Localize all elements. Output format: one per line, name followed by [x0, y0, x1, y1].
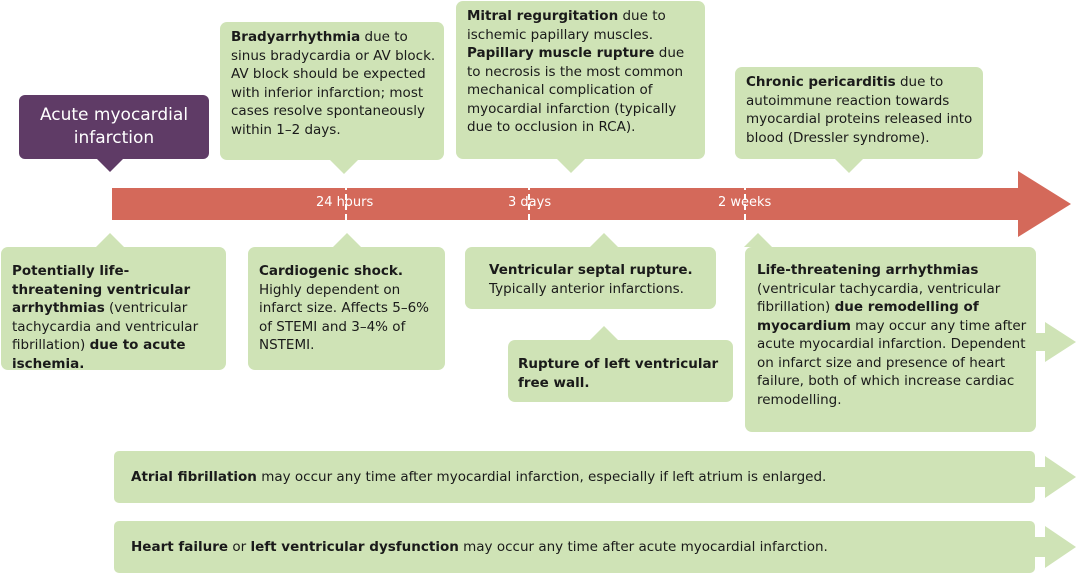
mitral-regurgitation-title: Mitral regurgitation: [467, 8, 619, 24]
atrial-fibrillation-text: may occur any time after myocardial infa…: [256, 469, 827, 485]
lv-dysfunction-title: left ventricular dysfunction: [250, 539, 459, 555]
ventricular-septal-rupture-box: Ventricular septal rupture. Typically an…: [465, 247, 716, 309]
timeline-arrow: [112, 171, 1071, 237]
atrial-fibrillation-title: Atrial fibrillation: [131, 469, 257, 485]
shock-pointer: [333, 233, 361, 247]
free-wall-rupture-box: Rupture of left ventricular free wall.: [508, 340, 733, 402]
chronic-pericarditis-box: Chronic pericarditis due to autoimmune r…: [735, 67, 983, 159]
septal-rupture-text: Typically anterior infarctions.: [489, 280, 684, 297]
brady-pointer: [330, 160, 358, 174]
acute-ischemia-text: due to acute ischemia.: [12, 337, 186, 372]
start-pointer: [96, 158, 124, 172]
remodelling-arrhythmias-title: Life-threatening arrhythmias: [757, 262, 979, 278]
tick-label-24-hours: 24 hours: [316, 195, 374, 210]
start-label: Acute myocardial infarction: [19, 95, 209, 159]
hf-continue-arrow: [1034, 526, 1076, 568]
heart-failure-text: may occur any time after acute myocardia…: [458, 539, 828, 555]
tick-label-3-days: 3 days: [508, 195, 552, 210]
ventricular-arrhythmias-title: Potentially life-threatening ventricular…: [12, 263, 191, 316]
atrial-fibrillation-bar: Atrial fibrillation may occur any time a…: [114, 451, 1035, 503]
bradyarrhythmia-title: Bradyarrhythmia: [231, 29, 361, 45]
free-wall-rupture-title: Rupture of left ventricular free wall.: [518, 356, 719, 391]
septal-rupture-title: Ventricular septal rupture.: [489, 262, 693, 278]
remodelling-arrhythmias-text: (ventricular tachycardia, ventricular fi…: [757, 280, 1001, 316]
ventricular-arrhythmias-text: (ventricular tachycardia and ventricular…: [12, 300, 199, 353]
remodelling-continue-arrow: [1036, 322, 1076, 362]
afib-continue-arrow: [1034, 456, 1076, 498]
heart-failure-title: Heart failure: [131, 539, 229, 555]
septal-pointer: [590, 233, 618, 247]
mitral-pointer: [557, 159, 585, 173]
remodelling-pointer: [744, 233, 772, 247]
heart-failure-bar: Heart failure or left ventricular dysfun…: [114, 521, 1035, 573]
remodelling-arrhythmias-box: Life-threatening arrhythmias (ventricula…: [745, 247, 1036, 432]
bradyarrhythmia-text: due to sinus bradycardia or AV block. AV…: [231, 29, 436, 138]
chronic-pericarditis-title: Chronic pericarditis: [746, 74, 896, 90]
remodelling-detail-text: may occur any time after acute myocardia…: [757, 317, 1027, 408]
bradyarrhythmia-box: Bradyarrhythmia due to sinus bradycardia…: [220, 22, 444, 160]
cardiogenic-shock-title: Cardiogenic shock.: [259, 263, 404, 279]
papillary-rupture-text: due to necrosis is the most common mecha…: [467, 45, 685, 135]
tick-label-2-weeks: 2 weeks: [718, 195, 772, 210]
cardiogenic-shock-box: Cardiogenic shock. Highly dependent on i…: [248, 247, 445, 370]
ventricular-arrhythmias-box: Potentially life-threatening ventricular…: [1, 247, 226, 372]
heart-failure-or-text: or: [228, 539, 251, 555]
ventricular-pointer: [96, 233, 124, 247]
pericarditis-pointer: [835, 159, 863, 173]
cardiogenic-shock-text: Highly dependent on infarct size. Affect…: [259, 281, 429, 354]
remodelling-myocardium-text: due remodelling of myocardium: [757, 299, 979, 334]
freewall-pointer: [589, 326, 619, 341]
mitral-regurgitation-box: Mitral regurgitation due to ischemic pap…: [456, 1, 705, 159]
chronic-pericarditis-text: due to autoimmune reaction towards myoca…: [746, 74, 973, 146]
mitral-regurgitation-text: due to ischemic papillary muscles.: [467, 8, 666, 43]
papillary-rupture-title: Papillary muscle rupture: [467, 45, 655, 61]
